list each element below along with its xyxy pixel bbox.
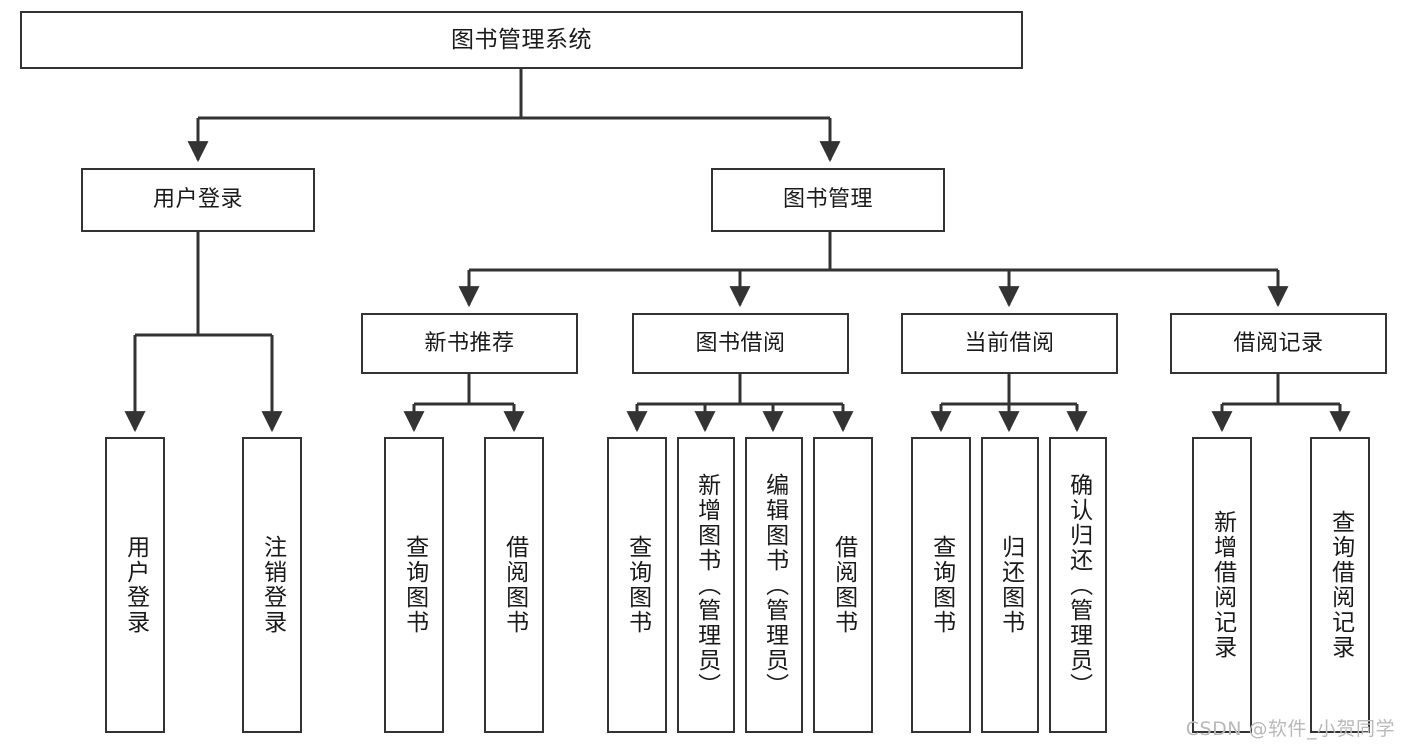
- node-label: 确认归还（管理员）: [1065, 472, 1092, 698]
- node-label: 当前借阅: [964, 330, 1055, 356]
- leaf-return-book[interactable]: 归还图书: [981, 437, 1039, 733]
- node-label: 用户登录: [152, 187, 243, 213]
- leaf-query-borrow-record[interactable]: 查询借阅记录: [1310, 437, 1370, 733]
- node-book-borrowing[interactable]: 图书借阅: [632, 313, 849, 374]
- leaf-edit-book-admin[interactable]: 编辑图书（管理员）: [745, 437, 803, 733]
- leaf-user-logout[interactable]: 注销登录: [242, 437, 302, 733]
- csdn-watermark: CSDN @软件_小贺同学: [1185, 718, 1395, 740]
- node-label: 编辑图书（管理员）: [761, 472, 788, 698]
- node-label: 归还图书: [997, 535, 1024, 635]
- node-label: 图书管理系统: [451, 26, 592, 53]
- leaf-confirm-return-admin[interactable]: 确认归还（管理员）: [1049, 437, 1107, 733]
- node-label: 借阅图书: [501, 535, 528, 635]
- leaf-borrow-book-recommend[interactable]: 借阅图书: [484, 437, 544, 733]
- node-book-management[interactable]: 图书管理: [711, 168, 945, 232]
- node-current-borrowing[interactable]: 当前借阅: [901, 313, 1118, 374]
- node-root-system[interactable]: 图书管理系统: [20, 11, 1023, 69]
- leaf-add-borrow-record[interactable]: 新增借阅记录: [1192, 437, 1252, 733]
- node-label: 注销登录: [259, 535, 286, 635]
- node-label: 用户登录: [122, 535, 149, 635]
- node-label: 图书管理: [782, 187, 873, 213]
- node-label: 查询借阅记录: [1327, 510, 1354, 660]
- node-label: 查询图书: [624, 535, 651, 635]
- leaf-add-book-admin[interactable]: 新增图书（管理员）: [677, 437, 735, 733]
- leaf-query-book-recommend[interactable]: 查询图书: [384, 437, 444, 733]
- node-new-book-recommendation[interactable]: 新书推荐: [361, 313, 578, 374]
- node-label: 新增借阅记录: [1209, 510, 1236, 660]
- node-label: 借阅图书: [830, 535, 857, 635]
- node-label: 新增图书（管理员）: [693, 472, 720, 698]
- node-label: 查询图书: [401, 535, 428, 635]
- leaf-query-book-borrow[interactable]: 查询图书: [607, 437, 667, 733]
- leaf-user-login[interactable]: 用户登录: [105, 437, 165, 733]
- node-label: 借阅记录: [1233, 330, 1324, 356]
- node-borrowing-records[interactable]: 借阅记录: [1170, 313, 1387, 374]
- leaf-query-book-current[interactable]: 查询图书: [911, 437, 971, 733]
- node-label: 图书借阅: [695, 330, 786, 356]
- node-label: 新书推荐: [424, 330, 515, 356]
- node-user-login[interactable]: 用户登录: [81, 168, 315, 232]
- leaf-borrow-book[interactable]: 借阅图书: [813, 437, 873, 733]
- node-label: 查询图书: [928, 535, 955, 635]
